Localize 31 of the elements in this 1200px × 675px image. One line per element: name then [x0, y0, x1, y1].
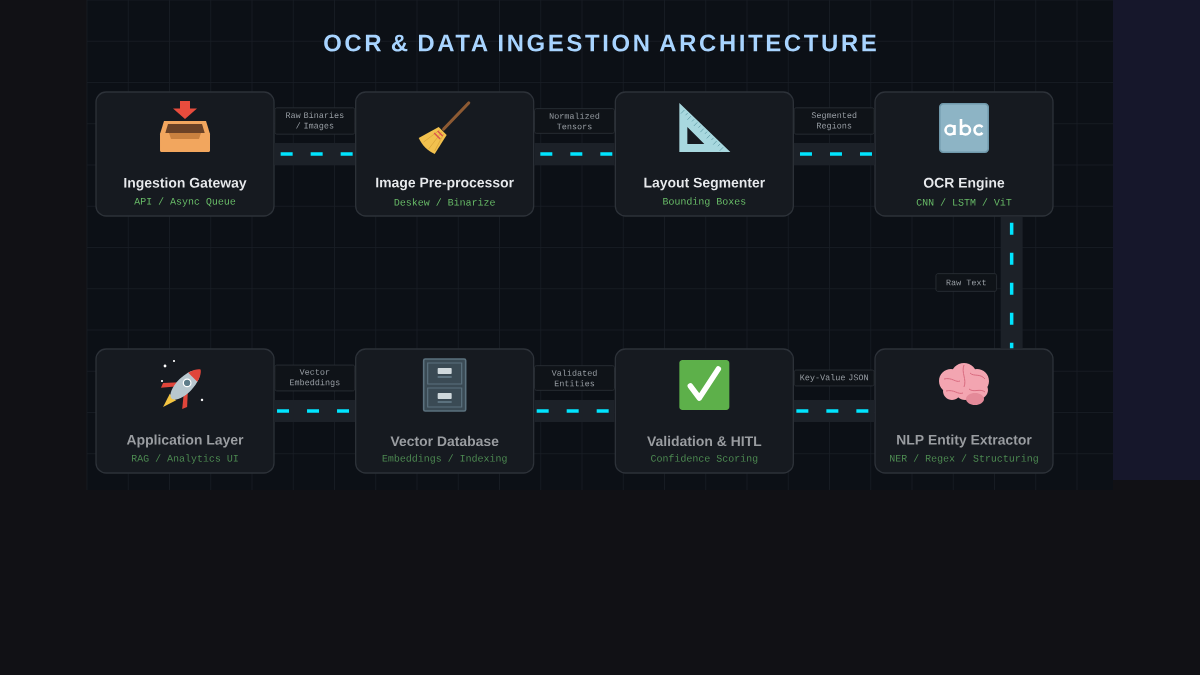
- card-title: OCR Engine: [923, 177, 1005, 191]
- connector-track: [794, 143, 875, 165]
- connector-track: [794, 400, 875, 422]
- card-title: Application Layer: [126, 434, 244, 448]
- connector-track: [1000, 216, 1023, 349]
- card-subtitle: NER / Regex / Structuring: [890, 454, 1038, 464]
- card-title: Ingestion Gateway: [124, 177, 247, 191]
- card-subtitle: RAG / Analytics UI: [132, 454, 238, 464]
- card-subtitle: Bounding Boxes: [663, 197, 746, 207]
- edge-label: Vector Embeddings: [274, 364, 356, 392]
- edge-label: Key-Value JSON: [793, 369, 875, 387]
- card-subtitle: CNN / LSTM / ViT: [916, 198, 1012, 206]
- connector-track: [274, 400, 356, 422]
- connector-track: [274, 143, 356, 165]
- card-title: Validation & HITL: [647, 435, 762, 447]
- card-title: Vector Database: [390, 435, 499, 447]
- card-title: NLP Entity Extractor: [897, 434, 1032, 448]
- card-subtitle: Embeddings / Indexing: [382, 454, 507, 464]
- edge-label: Raw Binaries / Images: [274, 107, 356, 135]
- connector-track: [534, 400, 615, 422]
- card-subtitle: Deskew / Binarize: [394, 198, 495, 206]
- card-title: Layout Segmenter: [644, 177, 765, 191]
- title: OCR & DATA INGESTION ARCHITECTURE: [324, 34, 876, 52]
- edge-label: Normalized Tensors: [534, 108, 615, 134]
- card-subtitle: Confidence Scoring: [651, 454, 758, 464]
- card-title: Image Pre-processor: [376, 177, 514, 191]
- card-subtitle: API / Async Queue: [134, 197, 236, 207]
- edge-label: Segmented Regions: [793, 107, 875, 135]
- edge-label: Validated Entities: [534, 365, 615, 391]
- connector-track: [534, 143, 615, 165]
- edge-label: Raw Text: [935, 273, 997, 292]
